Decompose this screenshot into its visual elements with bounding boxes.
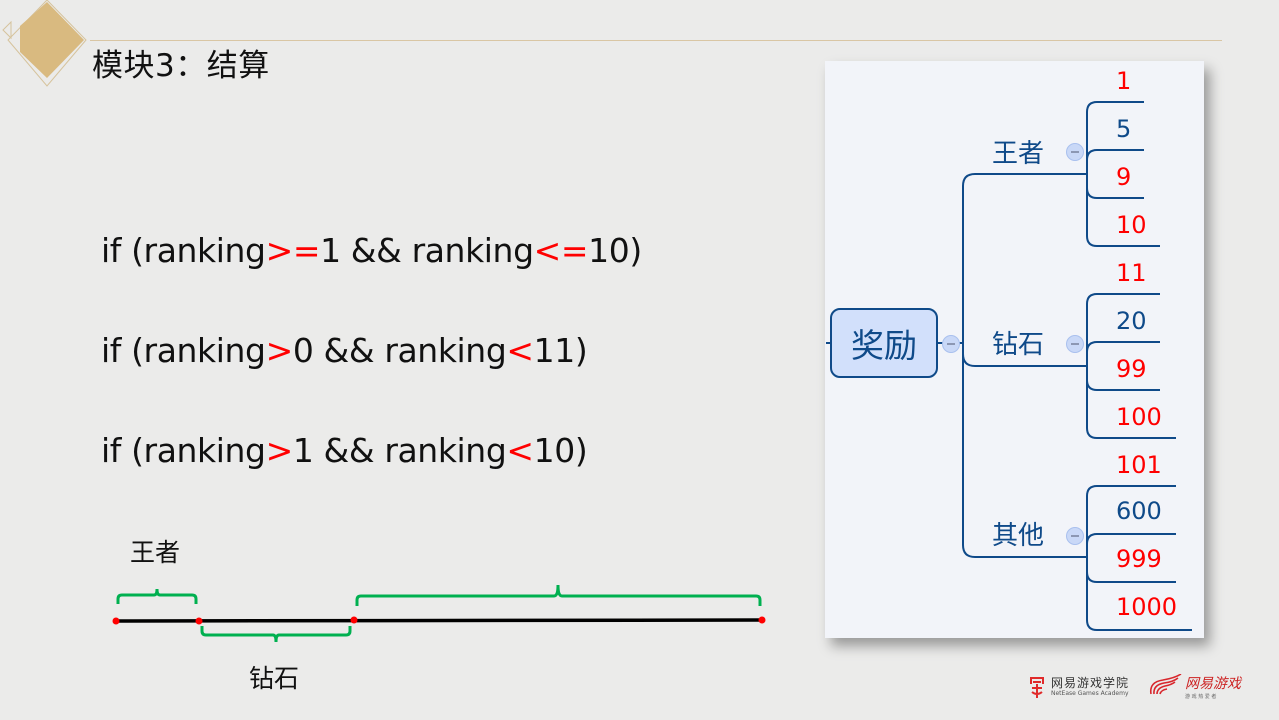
- code-text: 0 && ranking: [292, 331, 507, 370]
- netease-games-logo: 网易游戏 游 戏 热 爱 者: [1147, 673, 1241, 700]
- leaf-node[interactable]: 600: [1116, 497, 1162, 525]
- header-diamond-icon: [2, 0, 87, 87]
- academy-logo: 网易游戏学院 NetEase Games Academy: [1028, 674, 1129, 700]
- leaf-node[interactable]: 999: [1116, 545, 1162, 573]
- leaf-node[interactable]: 5: [1116, 115, 1132, 143]
- operator: <: [506, 331, 534, 370]
- code-text: 10): [588, 231, 642, 270]
- brace-other: [355, 584, 762, 606]
- code-text: 1 && ranking: [320, 231, 534, 270]
- segment-label-wangzhe: 王者: [130, 538, 181, 567]
- leaf-node[interactable]: 1000: [1116, 593, 1178, 621]
- code-text: if (ranking: [101, 231, 266, 270]
- brace-zuanshi: [200, 626, 352, 643]
- brand-slogan: 游 戏 热 爱 者: [1185, 694, 1217, 700]
- code-line-2: if (ranking>0 && ranking<11): [101, 331, 588, 371]
- footer-logos: 网易游戏学院 NetEase Games Academy 网易游戏 游 戏 热 …: [1028, 673, 1241, 700]
- mindmap-root-node[interactable]: 奖励: [830, 308, 938, 378]
- number-line-diagram: [112, 584, 766, 643]
- academy-name-cn: 网易游戏学院: [1051, 675, 1130, 690]
- segment-label-zuanshi: 钻石: [249, 664, 300, 693]
- branch-label-wangzhe[interactable]: 王者: [992, 139, 1045, 169]
- leaf-node[interactable]: 101: [1116, 451, 1162, 479]
- brace-wangzhe: [116, 588, 198, 604]
- collapse-branch-icon[interactable]: [1066, 143, 1084, 161]
- leaf-node[interactable]: 11: [1116, 259, 1147, 287]
- leaf-node[interactable]: 10: [1116, 211, 1147, 239]
- operator: <: [506, 431, 534, 470]
- leaf-node[interactable]: 9: [1116, 163, 1132, 191]
- leaf-node[interactable]: 20: [1116, 307, 1147, 335]
- code-text: if (ranking: [101, 331, 266, 370]
- brand-name-cn: 网易游戏: [1185, 676, 1242, 692]
- collapse-branch-icon[interactable]: [1066, 527, 1084, 545]
- netease-swirl-icon: [1149, 673, 1182, 694]
- code-text: if (ranking: [101, 431, 266, 470]
- code-line-1: if (ranking>=1 && ranking<=10): [101, 231, 642, 271]
- academy-seal-icon: [1028, 674, 1046, 700]
- branch-label-qita[interactable]: 其他: [992, 521, 1045, 551]
- leaf-node[interactable]: 1: [1116, 67, 1132, 95]
- operator: >=: [265, 231, 321, 270]
- operator: >: [265, 431, 294, 470]
- leaf-node[interactable]: 99: [1116, 355, 1147, 383]
- leaf-node[interactable]: 100: [1116, 403, 1162, 431]
- slide-title: 模块3：结算: [92, 48, 270, 84]
- academy-name-en: NetEase Games Academy: [1051, 689, 1129, 697]
- collapse-branch-icon[interactable]: [1066, 335, 1084, 353]
- code-text: 11): [533, 331, 588, 370]
- code-line-3: if (ranking>1 && ranking<10): [101, 431, 588, 471]
- code-text: 1 && ranking: [292, 431, 507, 470]
- collapse-root-icon[interactable]: [942, 335, 960, 353]
- operator: >: [265, 331, 294, 370]
- code-text: 10): [533, 431, 588, 470]
- operator: <=: [533, 231, 589, 270]
- branch-label-zuanshi[interactable]: 钻石: [992, 330, 1045, 360]
- header-divider: [90, 40, 1222, 41]
